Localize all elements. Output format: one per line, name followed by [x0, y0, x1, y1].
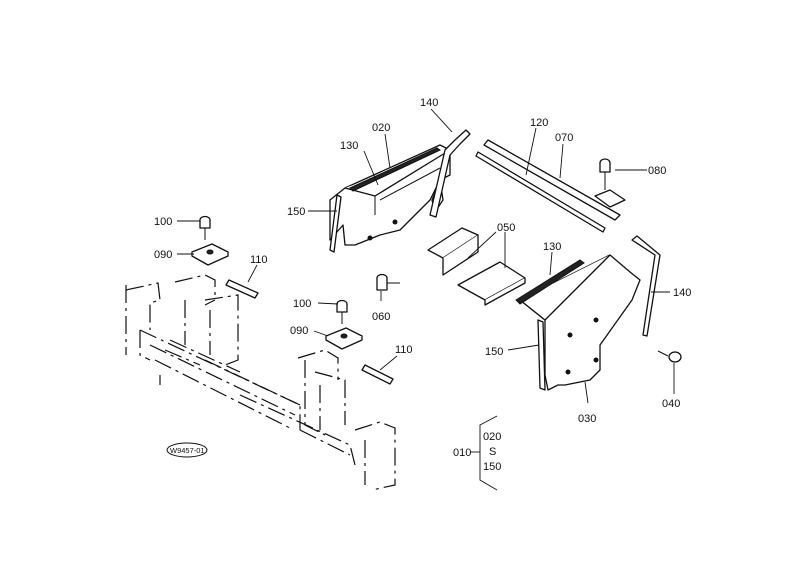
callout-050: 050 [497, 222, 515, 234]
bolt-080 [599, 158, 611, 190]
stamp-code: W9457-01 [170, 446, 205, 455]
assembly-parent-label: 010 [453, 447, 471, 459]
assembly-range-separator: S [489, 446, 496, 458]
washer-plate-090-left [191, 243, 229, 266]
callout-090-left: 090 [154, 249, 172, 261]
bracket-050 [427, 227, 526, 306]
callout-140-upper: 140 [420, 97, 438, 109]
callout-030: 030 [578, 413, 596, 425]
assembly-range-start: 020 [483, 431, 501, 443]
callout-110-center: 110 [395, 344, 413, 356]
seal-strip-130-upper [349, 147, 442, 192]
callout-020: 020 [372, 122, 390, 134]
callout-070: 070 [555, 132, 573, 144]
callout-150-upper: 150 [287, 206, 305, 218]
callout-150-lower: 150 [485, 346, 503, 358]
rod-140-upper [429, 129, 471, 218]
callout-090-center: 090 [290, 325, 308, 337]
bolt-040 [657, 350, 682, 363]
washer-plate-090-center [325, 327, 363, 350]
callout-040: 040 [662, 398, 680, 410]
seal-strip-150-lower [537, 319, 546, 391]
base-frame [125, 274, 396, 491]
pin-110-center [361, 364, 394, 385]
stamp-badge [166, 442, 208, 458]
cover-020 [329, 144, 451, 246]
assembly-range-end: 150 [483, 461, 501, 473]
seal-strip-130-lower [515, 259, 585, 305]
callout-140-lower: 140 [673, 287, 691, 299]
assembly-bracket [470, 415, 498, 491]
bolt-100-left [199, 215, 211, 240]
seal-strip-150-upper [329, 194, 342, 253]
bolt-100-center [336, 299, 348, 324]
leader-lines [177, 108, 675, 404]
bracket-080 [594, 189, 626, 208]
strip-120 [483, 139, 621, 221]
bolt-060 [376, 273, 400, 291]
callout-130-lower: 130 [543, 241, 561, 253]
callout-060: 060 [372, 311, 390, 323]
callout-130-upper: 130 [340, 140, 358, 152]
strip-070 [475, 151, 606, 233]
rod-140-lower [631, 235, 661, 337]
callout-100-left: 100 [154, 216, 172, 228]
callout-110-left: 110 [250, 254, 268, 266]
cover-030 [519, 254, 641, 391]
callout-080: 080 [648, 165, 666, 177]
pin-110-left [225, 279, 259, 299]
callout-120: 120 [530, 117, 548, 129]
callout-100-center: 100 [293, 298, 311, 310]
